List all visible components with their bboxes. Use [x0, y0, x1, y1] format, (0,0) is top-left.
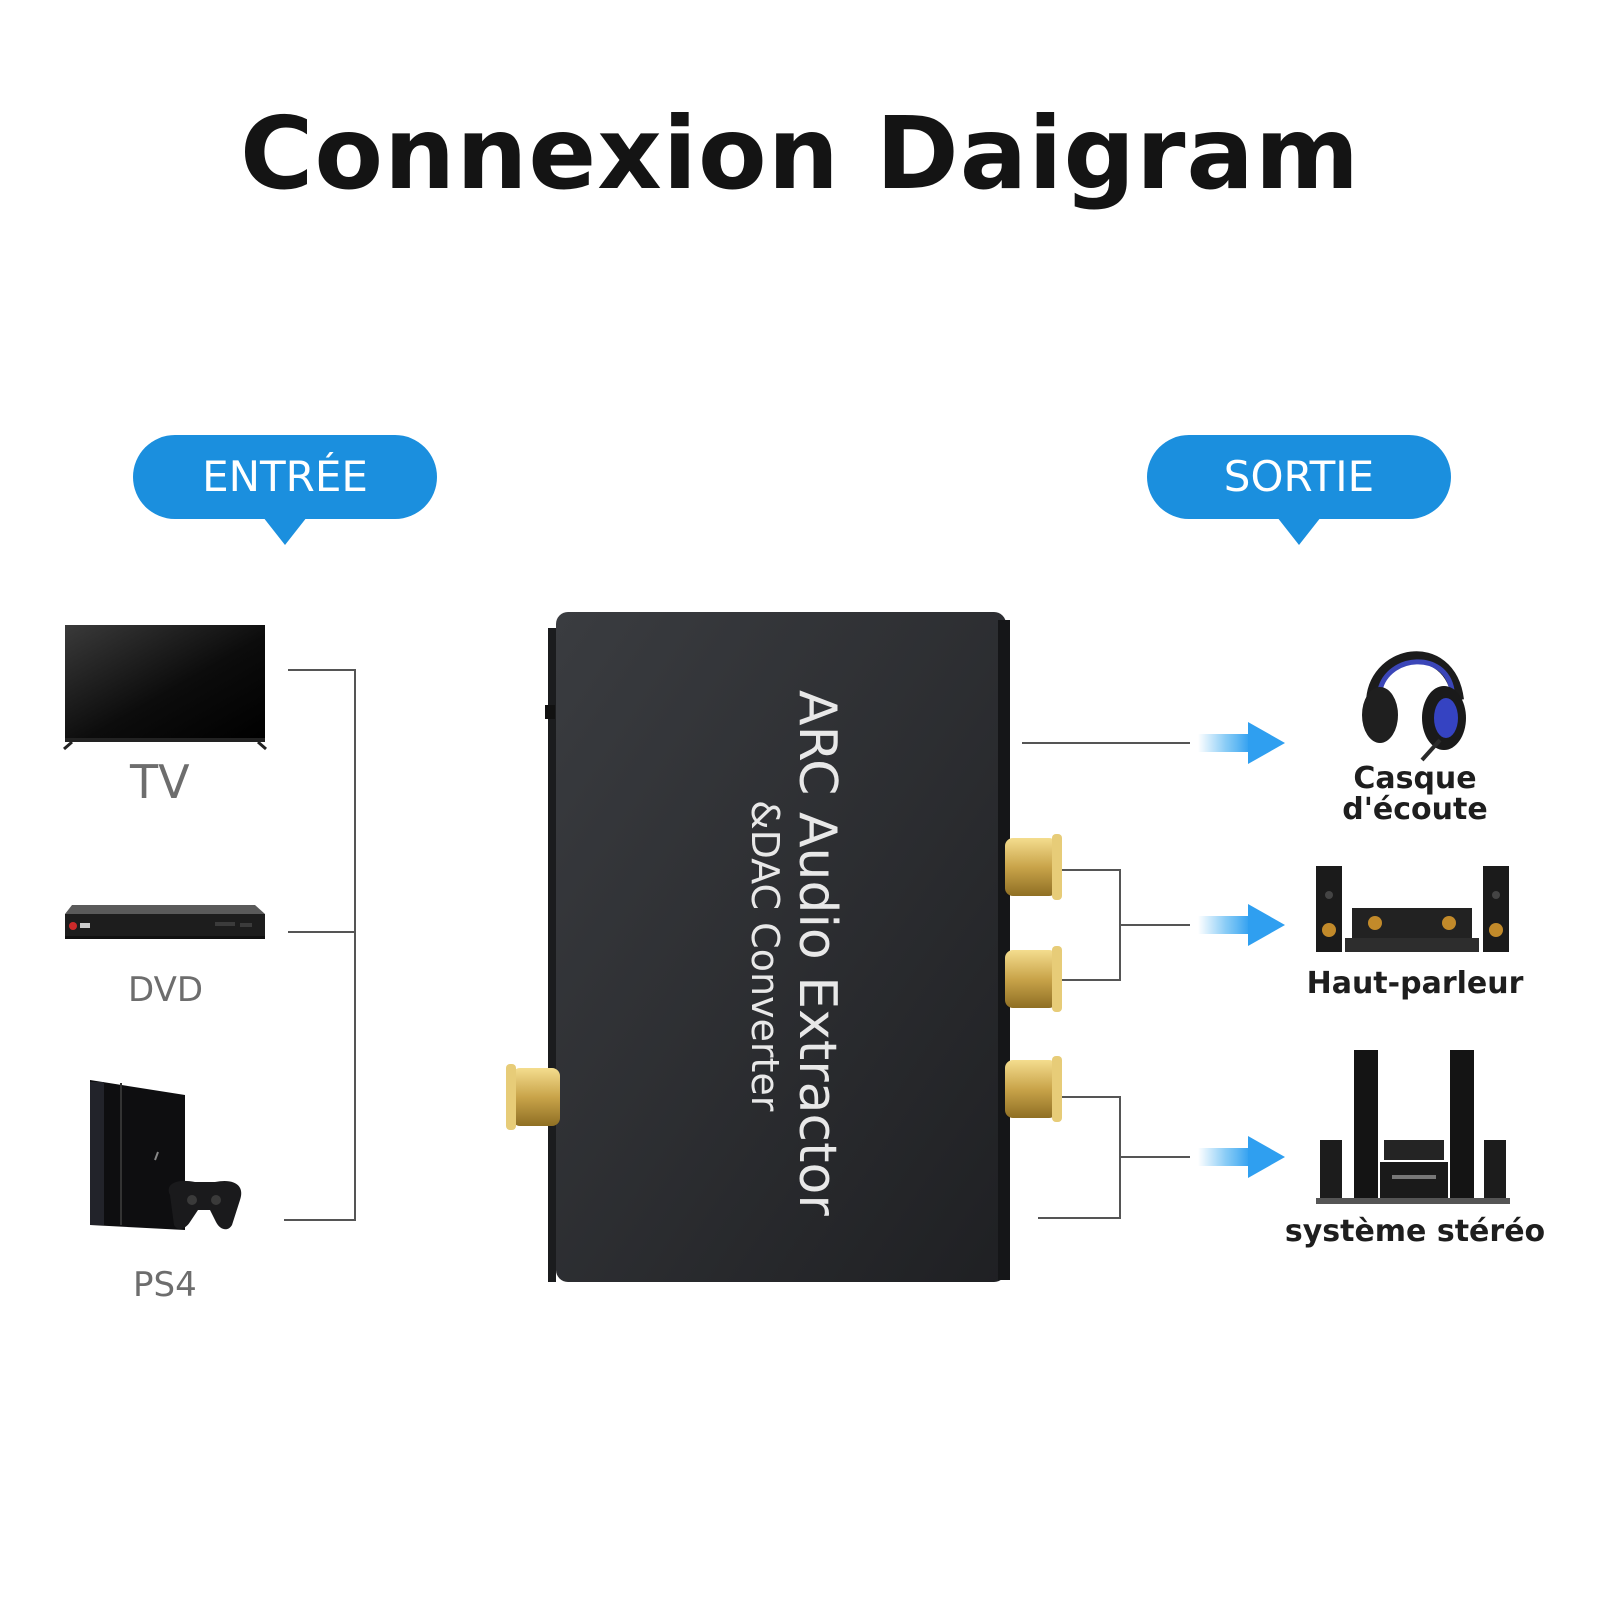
speaker-system-icon: [1316, 866, 1509, 952]
input-label-tv: TV: [130, 755, 190, 809]
output-label-speaker: Haut-parleur: [1306, 966, 1524, 1001]
output-bubble: SORTIE: [1147, 435, 1451, 545]
output-connector-lines: [1022, 742, 1190, 1219]
output-label-headphones-line1: Casque: [1353, 761, 1477, 796]
input-bubble: ENTRÉE: [133, 435, 437, 545]
arrow-icon: [1198, 904, 1285, 946]
stereo-system-icon: [1316, 1050, 1510, 1204]
rca-output-jack: [1005, 946, 1062, 1012]
arrow-icon: [1198, 722, 1285, 764]
input-connector-lines: [284, 669, 356, 1221]
output-label-stereo: système stéréo: [1284, 1214, 1546, 1249]
dvd-player-icon: [65, 905, 265, 939]
arrow-icon: [1198, 1136, 1285, 1178]
rca-output-jack: [1005, 1056, 1062, 1122]
output-label-headphones-line2: d'écoute: [1342, 792, 1488, 827]
input-label-ps4: PS4: [133, 1265, 197, 1305]
tv-icon: [63, 625, 267, 751]
device-label-line1: ARC Audio Extractor: [787, 690, 847, 1216]
diagram-title: Connexion Daigram: [239, 95, 1361, 212]
headphones-icon: [1362, 651, 1466, 762]
input-label-dvd: DVD: [128, 970, 204, 1010]
output-label-headphones: Casque d'écoute: [1300, 763, 1530, 825]
arc-extractor-device: ARC Audio Extractor &DAC Converter: [506, 612, 1062, 1282]
device-label-line2: &DAC Converter: [743, 800, 787, 1112]
rca-output-jack: [1005, 834, 1062, 900]
game-console-icon: [90, 1080, 242, 1230]
